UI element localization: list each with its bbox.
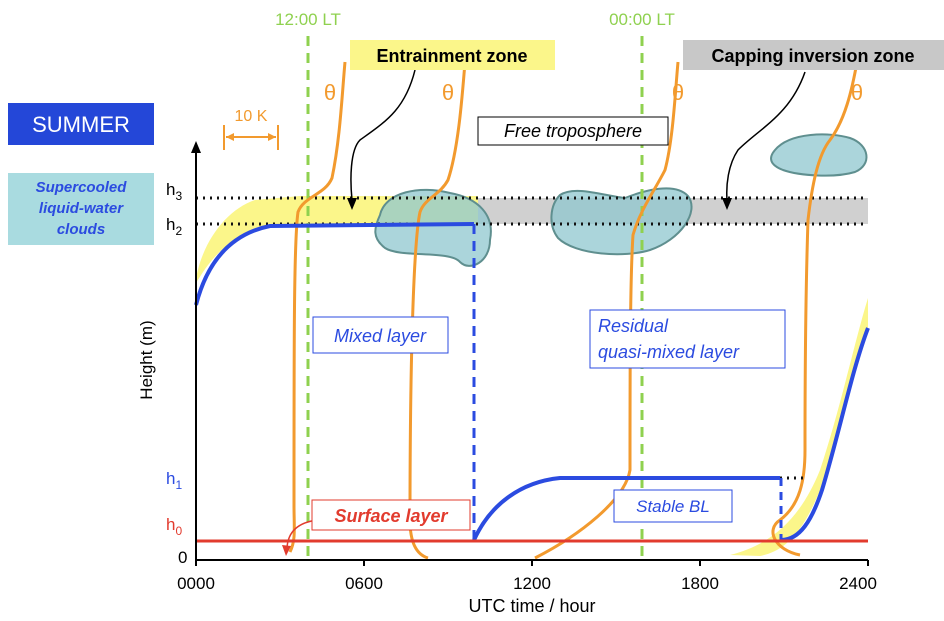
x-tick-label: 0000	[177, 574, 215, 593]
entrainment-zone-label-bg	[350, 40, 555, 70]
mixed-layer-label: Mixed layer	[334, 326, 427, 346]
theta-label: θ	[442, 80, 454, 105]
surface-layer-box	[311, 499, 471, 531]
residual-layer-label: Residual	[598, 316, 669, 336]
capping-zone-label-bg	[683, 40, 944, 70]
cloud-shape	[374, 188, 492, 267]
stable-bl-box	[613, 489, 733, 523]
theta-label: θ	[672, 80, 684, 105]
capping-zone-arrowhead	[722, 198, 732, 210]
theta-label: θ	[324, 80, 336, 105]
cloud-shape	[770, 133, 868, 177]
surface-layer-label: Surface layer	[334, 506, 448, 526]
x-tick-label: 1800	[681, 574, 719, 593]
capping-zone-arrow	[726, 71, 806, 201]
x-tick-label: 0600	[345, 574, 383, 593]
free-troposphere-box	[477, 116, 669, 146]
x-axis-title: UTC time / hour	[468, 596, 595, 616]
scale-bar-label: 10 K	[235, 108, 268, 125]
entrainment-zone-arrow	[350, 69, 416, 201]
residual-layer-label: quasi-mixed layer	[598, 342, 740, 362]
free-troposphere-label: Free troposphere	[504, 121, 642, 141]
season-label: SUMMER	[32, 112, 130, 137]
noon-local-time-label: 12:00 LT	[275, 10, 341, 29]
stable-bl-top-line	[472, 476, 780, 541]
x-axis-ticks	[195, 560, 869, 566]
season-badge	[8, 103, 154, 145]
entrainment-zone-arrowhead	[347, 198, 357, 210]
capping-zone-label: Capping inversion zone	[711, 46, 914, 66]
scale-bar-arrowhead	[268, 133, 276, 141]
y-axis-title: Height (m)	[137, 320, 156, 399]
cloud-label-bg	[8, 173, 154, 245]
cloud-label-line: liquid-water	[39, 200, 124, 217]
stable-bl-label: Stable BL	[636, 497, 710, 516]
residual-layer-box	[589, 309, 786, 369]
cloud-label-line: clouds	[57, 221, 105, 238]
y-axis-arrow	[191, 141, 201, 153]
surface-layer-arrowhead	[282, 545, 291, 556]
midnight-local-time-label: 00:00 LT	[609, 10, 675, 29]
theta-profile	[408, 61, 467, 560]
x-tick-label: 2400	[839, 574, 877, 593]
theta-profile	[288, 61, 347, 553]
y-tick-h3: h3	[166, 180, 182, 203]
x-tick-label: 1200	[513, 574, 551, 593]
morning-growth-line	[780, 327, 870, 542]
y-tick-h1: h1	[166, 469, 182, 492]
theta-label: θ	[851, 80, 863, 105]
entrainment-zone-label: Entrainment zone	[376, 46, 527, 66]
mixed-layer-top-line	[194, 222, 475, 306]
scale-bar-arrowhead	[226, 133, 234, 141]
y-tick-zero: 0	[178, 548, 187, 567]
y-tick-h2: h2	[166, 215, 182, 238]
mixed-layer-box	[312, 316, 449, 354]
cloud-shape	[550, 187, 693, 256]
y-tick-h0: h0	[166, 515, 182, 538]
cloud-label-line: Supercooled	[36, 179, 128, 196]
